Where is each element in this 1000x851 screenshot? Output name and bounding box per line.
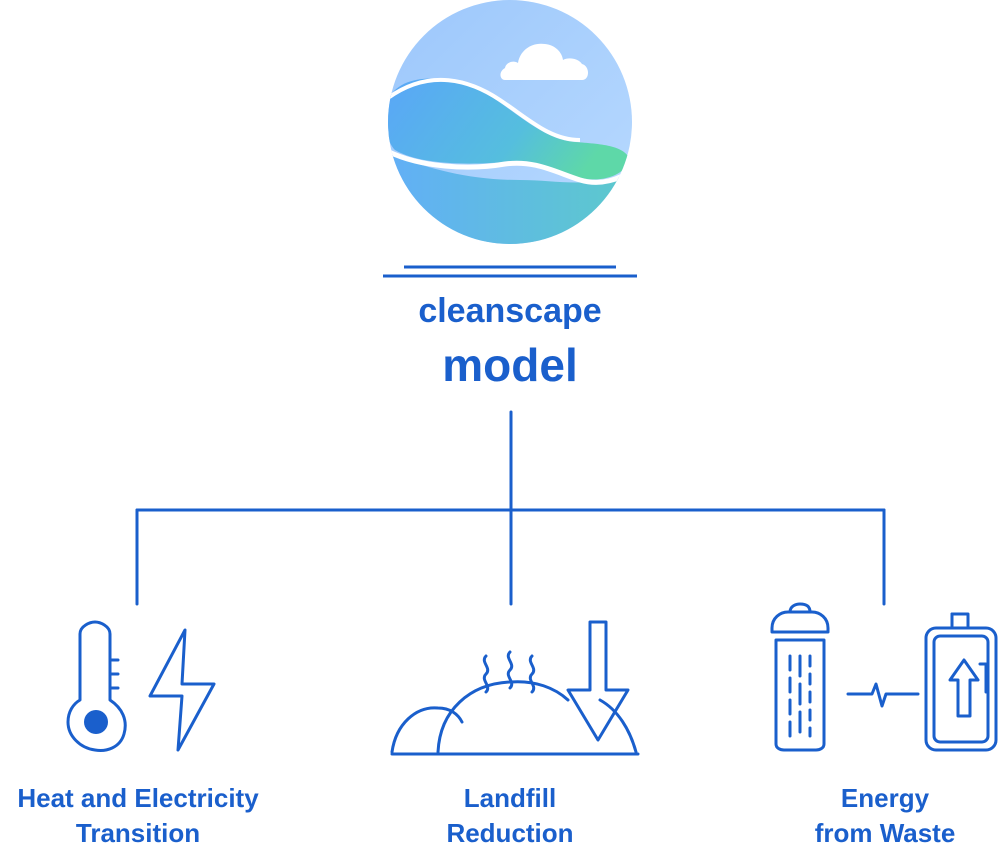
branch-label-landfill: Landfill Reduction — [380, 781, 640, 851]
branch-label-line: Landfill — [463, 783, 557, 813]
thermometer-icon — [66, 620, 127, 752]
branch-label-heat-electricity: Heat and Electricity Transition — [0, 781, 276, 851]
landfill-mound-icon — [390, 650, 640, 756]
down-arrow-icon — [566, 620, 630, 742]
fumes-icon — [482, 650, 536, 694]
branch-label-line: Heat and Electricity — [17, 783, 259, 813]
branch-label-line: Transition — [75, 818, 201, 848]
branch-label-line: Reduction — [446, 818, 574, 848]
trash-can-icon — [770, 602, 830, 752]
connector-tree — [135, 410, 886, 606]
battery-charging-icon — [924, 612, 998, 752]
title-underline — [383, 265, 637, 278]
title-line-2: model — [442, 339, 578, 391]
branch-label-line: Energy — [840, 783, 930, 813]
cloud-icon — [500, 43, 588, 80]
branch-label-line: from Waste — [814, 818, 956, 848]
lightning-bolt-icon — [148, 628, 216, 752]
title-line-1: cleanscape — [418, 292, 602, 330]
branch-label-energy-waste: Energy from Waste — [770, 781, 1000, 851]
cleanscape-globe-logo — [388, 0, 632, 244]
power-cable-icon — [846, 682, 920, 708]
